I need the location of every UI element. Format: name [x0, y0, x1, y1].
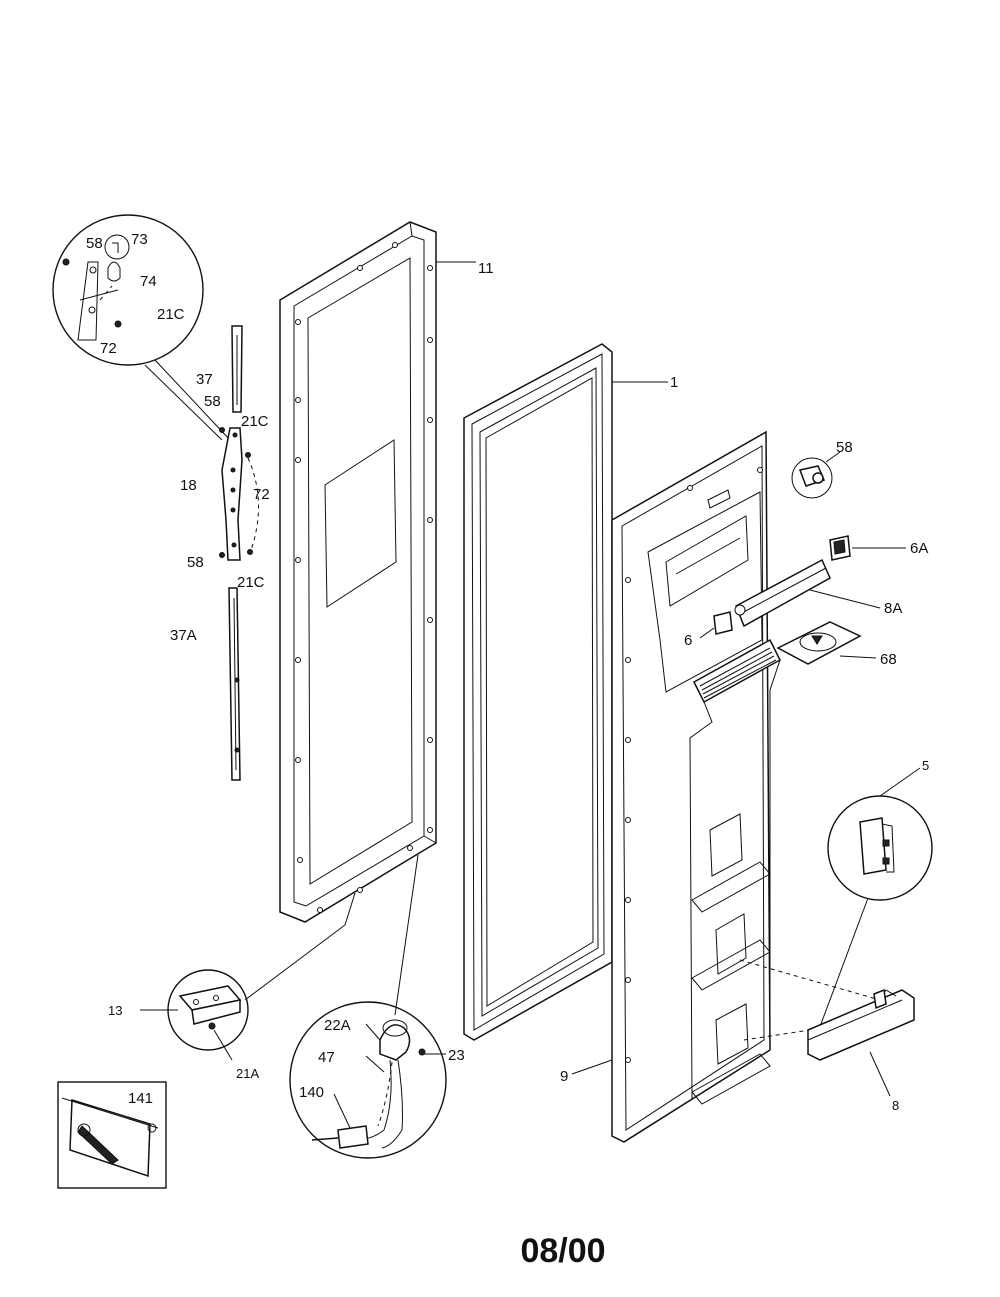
- leader-140: [333, 1093, 351, 1129]
- label-58-right: 58: [836, 439, 853, 456]
- label-18: 18: [180, 477, 197, 494]
- label-21c-lower: 21C: [237, 574, 265, 591]
- label-22a: 22A: [324, 1017, 351, 1034]
- hinge-18: [219, 427, 259, 561]
- leader-47: [365, 1055, 385, 1073]
- door-frame-11: [279, 221, 437, 923]
- label-37a: 37A: [170, 627, 197, 644]
- bin-8: [807, 988, 915, 1061]
- part-68: [776, 621, 862, 665]
- label-58-detail: 58: [86, 235, 103, 252]
- label-68: 68: [880, 651, 897, 668]
- label-6: 6: [684, 632, 692, 649]
- label-21c-detail: 21C: [157, 306, 185, 323]
- leader-8a: [809, 589, 881, 609]
- detail-leader-line-a: [154, 359, 231, 441]
- light-detail-circle: [289, 1001, 447, 1159]
- label-21c-upper: 21C: [241, 413, 269, 430]
- label-140: 140: [299, 1084, 324, 1101]
- leader-9: [571, 1059, 613, 1075]
- label-6a: 6A: [910, 540, 928, 557]
- part-8a: [734, 558, 831, 628]
- leader-to-bracket-detail: [244, 892, 356, 1001]
- leader-5: [879, 767, 921, 797]
- label-58-upper: 58: [204, 393, 221, 410]
- part-6a: [829, 535, 851, 561]
- literature-box-141: [57, 1081, 167, 1189]
- label-73: 73: [131, 231, 148, 248]
- label-5: 5: [922, 758, 929, 773]
- part-6: [713, 611, 733, 635]
- leader-68: [839, 655, 877, 659]
- detail-leader-line-b: [144, 364, 223, 441]
- label-23: 23: [448, 1047, 465, 1064]
- leader-detail-5-to-8: [814, 897, 869, 1041]
- label-74: 74: [140, 273, 157, 290]
- hinge-detail-circle: [52, 214, 204, 366]
- label-72-detail: 72: [100, 340, 117, 357]
- label-11: 11: [478, 260, 494, 277]
- label-8: 8: [892, 1098, 899, 1113]
- leader-6: [699, 627, 715, 639]
- label-9: 9: [560, 1068, 568, 1085]
- door-gasket-1: [463, 343, 613, 1041]
- label-141: 141: [128, 1090, 153, 1107]
- label-72: 72: [253, 486, 270, 503]
- bracket-detail-circle: [167, 969, 249, 1051]
- label-37: 37: [196, 371, 213, 388]
- label-13: 13: [108, 1003, 122, 1018]
- label-47: 47: [318, 1049, 335, 1066]
- label-21a: 21A: [236, 1066, 259, 1081]
- hinge-cover-37a: [228, 587, 241, 781]
- label-8a: 8A: [884, 600, 902, 617]
- detail-circle-5: [827, 795, 933, 901]
- label-1: 1: [670, 374, 678, 391]
- footer-revision-code: 08/00: [520, 1232, 605, 1270]
- door-panel-9: [611, 430, 881, 1143]
- part-labels: 58 73 74 21C 72 37 58 21C 18 72 58 21C 3…: [86, 231, 929, 1113]
- label-58-lower: 58: [187, 554, 204, 571]
- hinge-cover-37: [231, 325, 243, 413]
- leader-to-light-detail: [394, 854, 419, 1016]
- screw-58-right: [791, 457, 833, 499]
- leader-58-right: [825, 451, 841, 463]
- leader-22a: [365, 1023, 381, 1041]
- leader-21a: [213, 1029, 233, 1061]
- leader-8: [869, 1051, 891, 1097]
